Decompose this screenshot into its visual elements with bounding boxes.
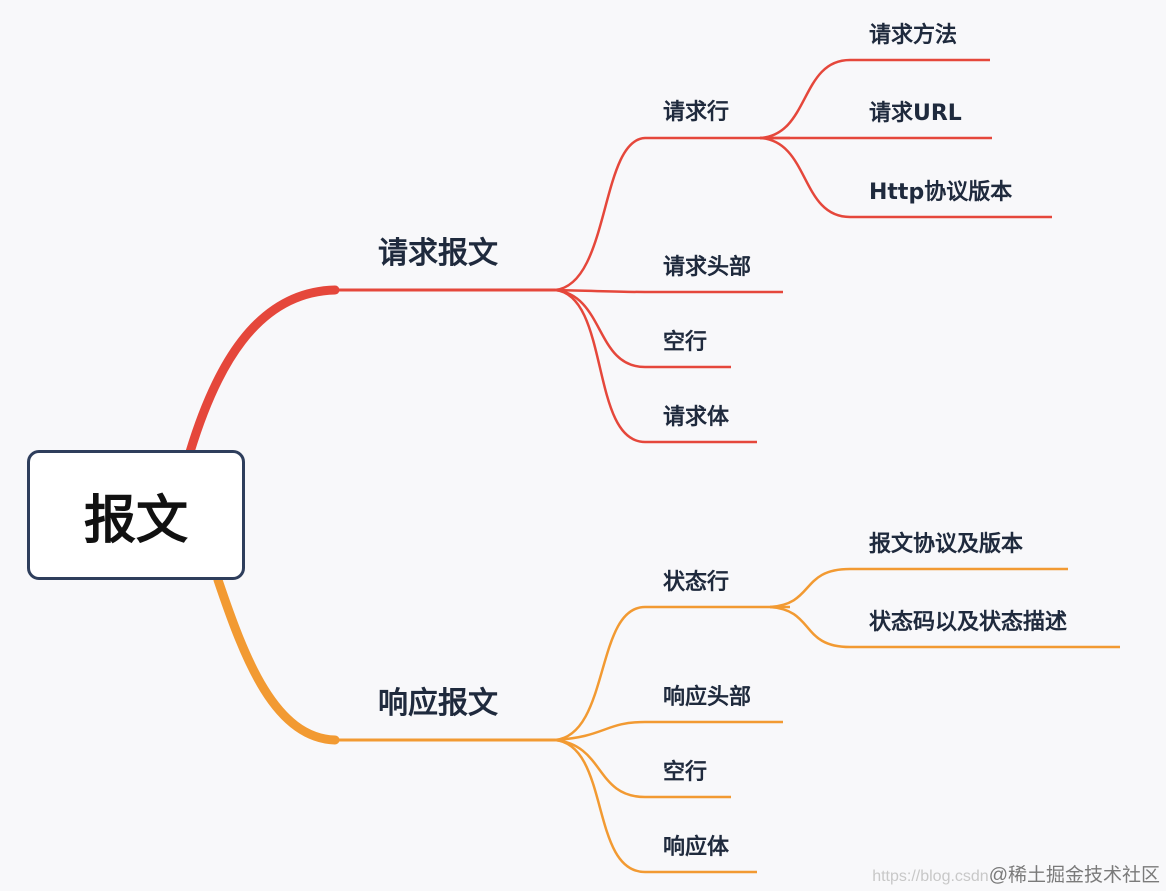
- conn-req-version: [759, 136, 1052, 219]
- node-request-line: 请求行: [663, 100, 730, 125]
- node-status-line: 状态行: [663, 570, 730, 595]
- node-status-code: 状态码以及状态描述: [869, 610, 1068, 635]
- watermark: https://blog.csdn@稀土掘金技术社区: [872, 860, 1160, 887]
- node-response-header: 响应头部: [663, 685, 752, 710]
- node-response-empty: 空行: [663, 760, 708, 785]
- root-label: 报文: [83, 490, 188, 551]
- node-status-version: 报文协议及版本: [869, 532, 1024, 557]
- node-response-body: 响应体: [663, 835, 730, 860]
- conn-res-status: [554, 605, 790, 742]
- conn-res-code: [769, 605, 1120, 649]
- conn-res-body: [554, 738, 757, 874]
- conn-res-version: [769, 567, 1068, 609]
- conn-req-header: [554, 288, 783, 294]
- node-request-body: 请求体: [663, 405, 730, 430]
- node-request-method: 请求方法: [869, 23, 958, 48]
- conn-res-header: [554, 720, 783, 742]
- trunk-request: [185, 285, 340, 457]
- node-request-header: 请求头部: [663, 255, 752, 280]
- conn-req-body: [554, 288, 757, 444]
- branch-response-label: 响应报文: [378, 686, 498, 721]
- conn-res-empty: [554, 738, 731, 799]
- conn-req-method: [759, 58, 990, 140]
- node-request-url: 请求URL: [869, 101, 962, 126]
- watermark-url: https://blog.csdn: [872, 868, 989, 885]
- trunk-response: [213, 575, 340, 745]
- node-request-version: Http协议版本: [869, 180, 1013, 205]
- conn-req-row: [554, 136, 790, 292]
- watermark-brand: @稀土掘金技术社区: [988, 865, 1160, 886]
- conn-req-empty: [554, 288, 731, 369]
- root-node: 报文: [27, 450, 245, 580]
- node-request-empty: 空行: [663, 330, 708, 355]
- branch-request-label: 请求报文: [378, 236, 498, 271]
